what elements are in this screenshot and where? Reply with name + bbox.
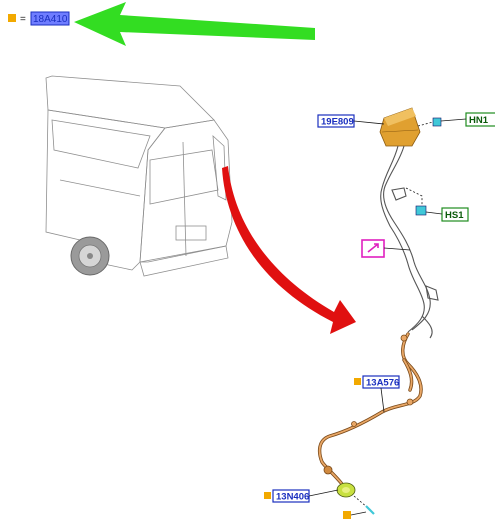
legend-equals: = — [20, 14, 26, 25]
svg-text:HN1: HN1 — [469, 115, 489, 126]
orange-square-icon — [343, 511, 351, 519]
label-hn1[interactable]: HN1 — [465, 112, 495, 127]
orange-square-icon — [264, 492, 271, 499]
connector-hs1 — [415, 205, 427, 216]
lamp-13n406 — [336, 482, 375, 515]
gray-harness — [380, 145, 439, 339]
svg-text:13A576: 13A576 — [366, 378, 399, 389]
label-13a576[interactable]: 13A576 — [354, 375, 400, 389]
orange-square-icon — [8, 14, 16, 22]
legend: = 18A410 — [8, 11, 70, 26]
svg-text:13N406: 13N406 — [276, 492, 309, 503]
svg-text:HS1: HS1 — [445, 210, 464, 221]
label-hs1[interactable]: HS1 — [441, 207, 469, 222]
label-13n406[interactable]: 13N406 — [264, 489, 310, 503]
label-19e809[interactable]: 19E809 — [317, 114, 355, 128]
svg-text:19E809: 19E809 — [321, 117, 354, 128]
green-arrow — [74, 2, 315, 46]
legend-part-number[interactable]: 18A410 — [33, 14, 68, 25]
red-arrow — [222, 166, 356, 334]
tool-marker-icon — [361, 239, 385, 258]
legend-part-highlight — [30, 11, 70, 26]
orange-square-icon — [354, 378, 361, 385]
orange-harness-13a576 — [317, 332, 423, 486]
van-illustration — [45, 75, 233, 277]
connector-hn1 — [417, 117, 442, 127]
module-19e809 — [379, 107, 421, 147]
